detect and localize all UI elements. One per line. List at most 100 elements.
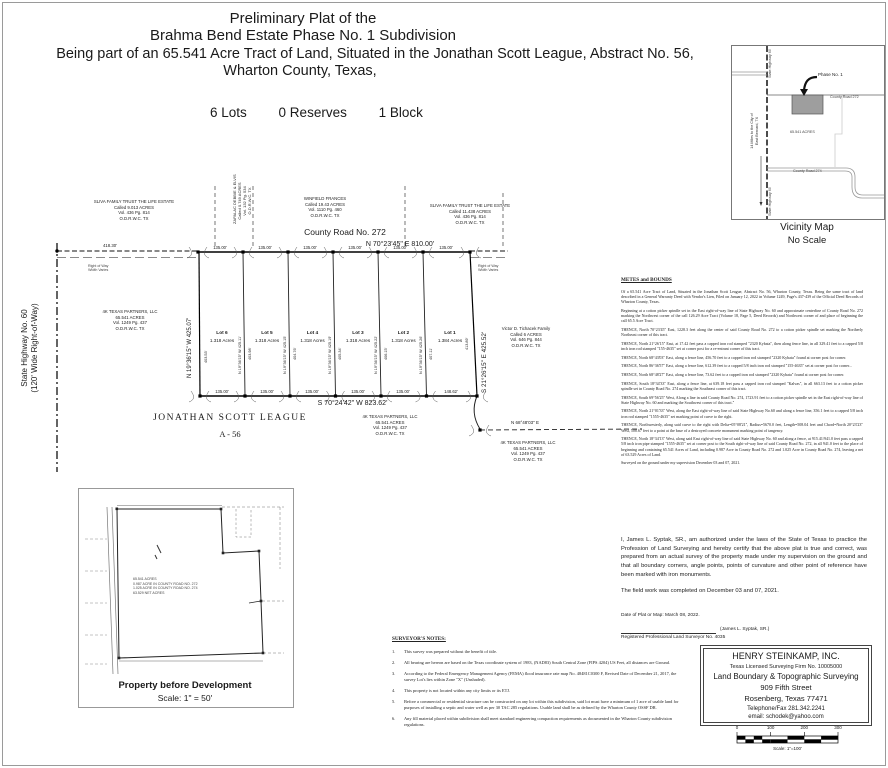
lot-bottom-dim: 135.00'	[260, 389, 274, 394]
se-dashed-bearing: N 68°48'03" E	[510, 420, 540, 425]
vicinity-road274-label: County Road 274	[793, 169, 822, 173]
vicinity-hwy-label-bottom: State Highway 60	[768, 187, 772, 216]
owner-line: O.D.R.W.C. TX	[310, 212, 340, 218]
plat-date: Date of Plat or Map: March 08, 2022.	[621, 613, 700, 619]
lot-name: Lot 4	[306, 331, 319, 336]
lot-line-bearing: N 19°36'15" W 425.26'	[419, 335, 423, 374]
vicinity-road-274	[767, 167, 884, 196]
scale-tick-100: 100	[766, 725, 775, 730]
note-text: This property is not located within any …	[404, 687, 511, 693]
note-item: 3.According to the Federal Emergency Man…	[392, 671, 684, 683]
highway-name: State Highway No. 60	[20, 309, 29, 387]
metes-paragraph: THENCE, North 68°43'03" East, along a fe…	[621, 354, 847, 360]
firm-city: Rosenberg, Texas 77471	[744, 694, 828, 704]
lot-line-dist: 407.11'	[429, 347, 433, 360]
owner-4k-west: 4K TEXAS PARTNERS, LLC 65.541 ACRES Vol.…	[80, 309, 180, 331]
plat-title-line3: Being part of an 65.541 Acre Tract of La…	[56, 46, 694, 62]
firm-name: HENRY STEINKAMP, INC.	[732, 651, 840, 662]
note-item: 6. Any fill material placed within subdiv…	[392, 716, 684, 728]
owner-line: O.D.R.W.C. TX	[247, 187, 253, 215]
county-road-272-label: County Road No. 272	[304, 227, 386, 237]
metes-paragraph: THENCE, North 21°01'33" West, along the …	[621, 408, 863, 419]
lots-count: 6 Lots	[210, 105, 247, 120]
note-item: 5.Before a commercial or residential str…	[392, 699, 684, 711]
inset-caption: Property before Development	[118, 680, 252, 691]
league-name: JONATHAN SCOTT LEAGUE	[153, 413, 307, 423]
neighbor-tract-lines	[214, 186, 504, 247]
owner-line: WINFIELD FRANCES	[303, 196, 347, 201]
metes-paragraph: THENCE, Northwesterly, along said curve …	[621, 422, 863, 433]
note-item: 4. This property is not located within an…	[392, 688, 684, 694]
owner-4k-se: 4K TEXAS PARTNERS, LLC 65.541 ACRES Vol.…	[478, 440, 578, 462]
note-text: This survey was prepared without the ben…	[404, 649, 498, 655]
plat-title-line2: Brahma Bend Estate Phase No. 1 Subdivisi…	[149, 27, 457, 44]
inset-highway-lines	[106, 506, 119, 675]
owner-line: 65.541 ACRES	[513, 445, 543, 451]
inset-acreage-line: 0.987 ACRE IN COUNTY ROAD NO. 272	[133, 581, 198, 586]
metes-paragraph: Surveyed on the ground under my supervis…	[621, 460, 741, 466]
owner-line: Called 11.438 ACRES	[449, 208, 491, 214]
owner-line: Vol. 1249 Pg. 437	[113, 320, 147, 325]
row-note-west: Right of Way Width Varies	[88, 264, 108, 273]
row-note-line: Right of Way	[88, 264, 109, 268]
inset-drawing	[85, 505, 284, 675]
fieldwork-statement: The field work was completed on December…	[621, 588, 779, 595]
surveyors-notes: SURVEYOR'S NOTES: 1.This survey was prep…	[392, 636, 684, 732]
signature-line	[621, 632, 716, 634]
metes-paragraph: THENCE, South 18°34'33" East, along a fe…	[621, 380, 863, 391]
owner-line: O.D.R.W.C. TX	[375, 430, 405, 436]
owner-line: SLIVA FAMILY TRUST THE LIFE ESTATE	[93, 199, 175, 204]
phase-arrow-head-icon	[800, 89, 808, 96]
east-inner-dim: 413.89'	[465, 337, 469, 350]
note-number: 6.	[392, 715, 396, 721]
owner-line: Vol. 1110 Pg. 460	[308, 207, 342, 212]
west-boundary-bearing: N 19°36'15" W 425.07'	[187, 317, 193, 378]
lot-label-6: Lot 6 1.318 Acres	[192, 331, 252, 344]
inset-acreage-note: 65.541 ACRES 0.987 ACRE IN COUNTY ROAD N…	[133, 577, 198, 596]
inset-property-outline	[116, 508, 264, 659]
lot-bottom-dim: 135.00'	[305, 389, 319, 394]
firm-email: email: schodek@yahoo.com	[748, 713, 824, 720]
owner-line: O.D.R.W.C. TX	[119, 215, 149, 221]
surveyor-certification: I, James L. Syptak, SR., am authorized u…	[621, 536, 867, 641]
note-text: Before a commercial or residential struc…	[404, 698, 679, 710]
lot-top-dim: 135.00'	[348, 244, 362, 250]
note-item: 2. All bearing are hereon are based on th…	[392, 660, 684, 666]
vicinity-road272-label: County Road 272	[830, 95, 859, 99]
lot-label-2: Lot 2 1.318 Acres	[374, 331, 434, 344]
lot-label-1: Lot 1 1.384 Acres	[420, 331, 480, 344]
vicinity-miles-note: 14 Miles to the City of East Bernard, TX	[750, 107, 760, 155]
vicinity-caption: Vicinity Map	[780, 222, 834, 233]
lot-line-dist: 405.34'	[338, 347, 342, 360]
owner-tichacek: Victor D. Tichacek Family Called 6 ACRES…	[476, 326, 576, 348]
owner-line: O.D.R.W.C. TX	[455, 219, 485, 225]
owner-line: SLIVA FAMILY TRUST THE LIFE ESTATE	[429, 203, 511, 208]
note-text: Any fill material placed within subdivis…	[404, 715, 672, 727]
owner-line: 65.541 ACRES	[375, 419, 405, 425]
vicinity-tract-outline	[834, 96, 843, 167]
metes-paragraph: THENCE, North 86°36'57" East, along a fe…	[621, 363, 853, 369]
miles-arrow-icon	[759, 202, 763, 206]
firm-license: Texas Licensed Surveying Firm No. 100050…	[729, 663, 843, 670]
note-number: 1.	[392, 649, 396, 655]
lot-line-dist: 404.76'	[293, 347, 297, 360]
metes-paragraph: THENCE, North 18°34'13" West, along said…	[621, 436, 863, 457]
firm-title-block: HENRY STEINKAMP, INC. Texas Licensed Sur…	[700, 645, 872, 726]
owner-line: 4K TEXAS PARTNERS, LLC	[362, 414, 418, 419]
owner-line: Vol. 646 Pg. 844	[510, 337, 542, 342]
note-text: All bearing are hereon are based on the …	[404, 659, 671, 665]
scale-caption: Scale: 1"=100'	[773, 746, 802, 751]
metes-paragraph: Beginning at a cotton picker spindle set…	[621, 307, 863, 324]
metes-paragraph: THENCE, South 69°56'25" West, Along a li…	[621, 394, 863, 405]
metes-paragraph: THENCE, North 68°48'27" East, along a fe…	[621, 372, 845, 377]
lot-name: Lot 3	[352, 331, 364, 336]
note-number: 4.	[392, 687, 396, 693]
lot-line-dist: 403.98'	[248, 347, 252, 360]
owner-line: 4K TEXAS PARTNERS, LLC	[500, 440, 556, 445]
owner-line: 65.541 ACRES	[115, 314, 145, 320]
lot-acres: 1.318 Acres	[345, 337, 371, 343]
note-number: 2.	[392, 659, 396, 665]
lot-name: Lot 2	[397, 331, 410, 336]
certification-body: I, James L. Syptak, SR., am authorized u…	[621, 537, 867, 578]
